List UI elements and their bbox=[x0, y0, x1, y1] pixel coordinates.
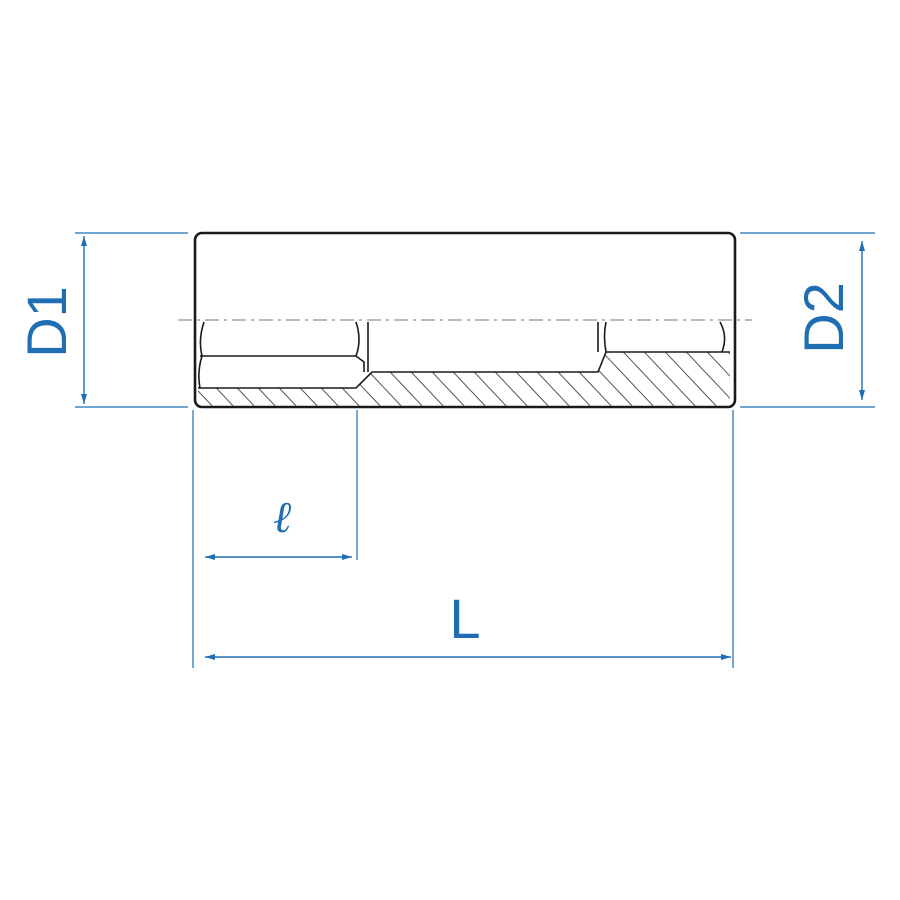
hatch-line bbox=[569, 352, 637, 406]
hatch-line bbox=[506, 352, 574, 406]
l-small-label: ℓ bbox=[273, 492, 292, 543]
far-end-chamfer bbox=[719, 321, 726, 353]
d2-dimension: D2 bbox=[740, 232, 875, 408]
hatch-line bbox=[443, 352, 511, 406]
l-total-dimension: L bbox=[205, 410, 734, 668]
hex-flat-step bbox=[355, 321, 360, 357]
hatch-line bbox=[275, 352, 343, 406]
bore-profile bbox=[198, 351, 730, 389]
hatch-line bbox=[233, 352, 301, 406]
socket-outline bbox=[193, 231, 737, 409]
l-small-dimension: ℓ bbox=[192, 410, 358, 668]
hatch-line bbox=[716, 352, 730, 406]
hatch-line bbox=[198, 352, 217, 406]
hatch-line bbox=[380, 352, 448, 406]
hatch-line bbox=[464, 352, 532, 406]
socket-body bbox=[178, 231, 752, 409]
hatch-line bbox=[359, 352, 427, 406]
hatch-line bbox=[198, 352, 259, 406]
section-hatching bbox=[198, 352, 730, 406]
hatch-line bbox=[653, 352, 721, 406]
hatch-line bbox=[254, 352, 322, 406]
hatch-line bbox=[611, 352, 679, 406]
hatch-line bbox=[674, 352, 730, 406]
hatch-line bbox=[485, 352, 553, 406]
d1-label: D1 bbox=[15, 286, 78, 358]
d1-dimension: D1 bbox=[15, 232, 188, 408]
drive-end-chamfer bbox=[198, 321, 205, 389]
hatch-line bbox=[401, 352, 469, 406]
hatch-line bbox=[632, 352, 700, 406]
hatch-line bbox=[422, 352, 490, 406]
hatch-line bbox=[198, 352, 238, 406]
drive-end-hex bbox=[200, 355, 365, 372]
l-total-label: L bbox=[449, 587, 480, 650]
hatch-line bbox=[548, 352, 616, 406]
d2-label: D2 bbox=[792, 282, 855, 354]
hatch-line bbox=[695, 352, 730, 406]
hatch-line bbox=[296, 352, 364, 406]
hatch-line bbox=[338, 352, 406, 406]
square-end-chamfer bbox=[603, 321, 607, 353]
hatch-line bbox=[212, 352, 280, 406]
hatch-line bbox=[317, 352, 385, 406]
hatch-line bbox=[590, 352, 658, 406]
hatch-line bbox=[527, 352, 595, 406]
